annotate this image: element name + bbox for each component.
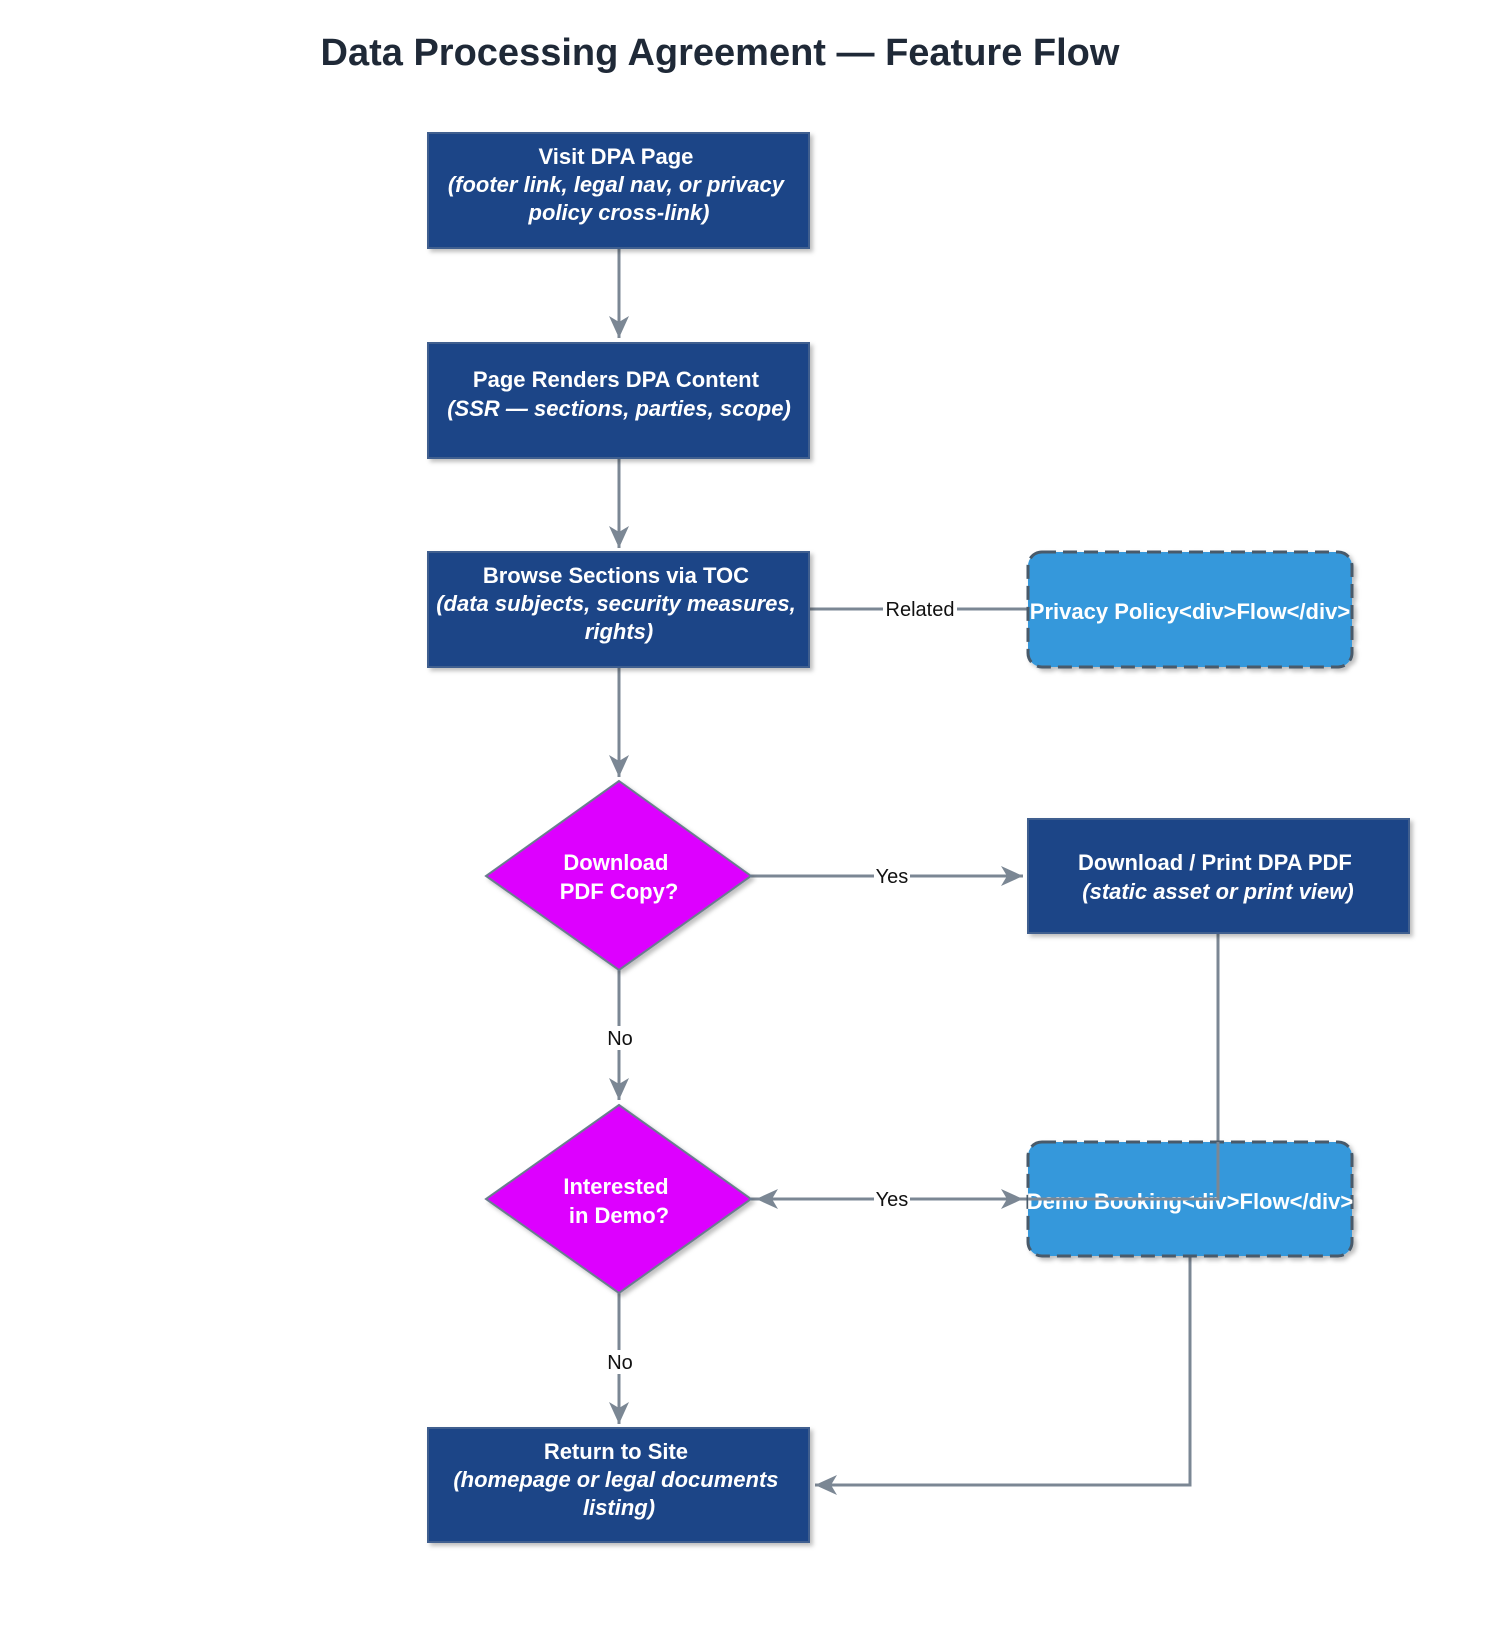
node-download-print-pdf[interactable]: Download / Print DPA PDF (static asset o…: [1027, 818, 1410, 934]
node-return-text: Return to Site (homepage or legal docume…: [453, 1439, 784, 1520]
node-visit-dpa-page[interactable]: Visit DPA Page (footer link, legal nav, …: [427, 132, 810, 249]
node-return-to-site[interactable]: Return to Site (homepage or legal docume…: [427, 1427, 810, 1543]
decision-demo-text: Interested in Demo?: [563, 1174, 674, 1228]
decision-download-pdf[interactable]: Download PDF Copy?: [484, 779, 753, 972]
edge-download-overlay-segment: [1028, 1142, 1220, 1201]
subflow-privacy-policy[interactable]: Privacy Policy<div>Flow</div>: [1026, 550, 1354, 669]
edge-label-no-demo: No: [607, 1352, 633, 1374]
node-page-renders-content[interactable]: Page Renders DPA Content (SSR — sections…: [427, 342, 810, 459]
node-browse-sections[interactable]: Browse Sections via TOC (data subjects, …: [427, 551, 810, 668]
edge-label-layer: Related Yes No Yes No: [604, 597, 957, 1374]
decision-interested-in-demo[interactable]: Interested in Demo?: [484, 1103, 753, 1295]
node-download-text: Download / Print DPA PDF (static asset o…: [1078, 850, 1358, 904]
subflow-privacy-text: Privacy Policy<div>Flow</div>: [1030, 599, 1350, 624]
edge-demo-to-return: [815, 1256, 1192, 1495]
edge-label-yes-download: Yes: [876, 866, 909, 888]
page-title: Data Processing Agreement — Feature Flow: [320, 32, 1120, 74]
decision-download-text: Download PDF Copy?: [560, 850, 679, 904]
node-visit-text: Visit DPA Page (footer link, legal nav, …: [448, 144, 790, 225]
subflow-demo-text: Demo Booking<div>Flow</div>: [1027, 1189, 1353, 1214]
edge-label-yes-demo: Yes: [876, 1189, 909, 1211]
node-browse-text: Browse Sections via TOC (data subjects, …: [436, 563, 802, 644]
edge-label-related: Related: [886, 599, 955, 621]
edge-label-no-download: No: [607, 1028, 633, 1050]
node-render-text: Page Renders DPA Content (SSR — sections…: [447, 367, 791, 421]
flowchart-canvas: Visit DPA Page (footer link, legal nav, …: [427, 132, 1410, 1543]
